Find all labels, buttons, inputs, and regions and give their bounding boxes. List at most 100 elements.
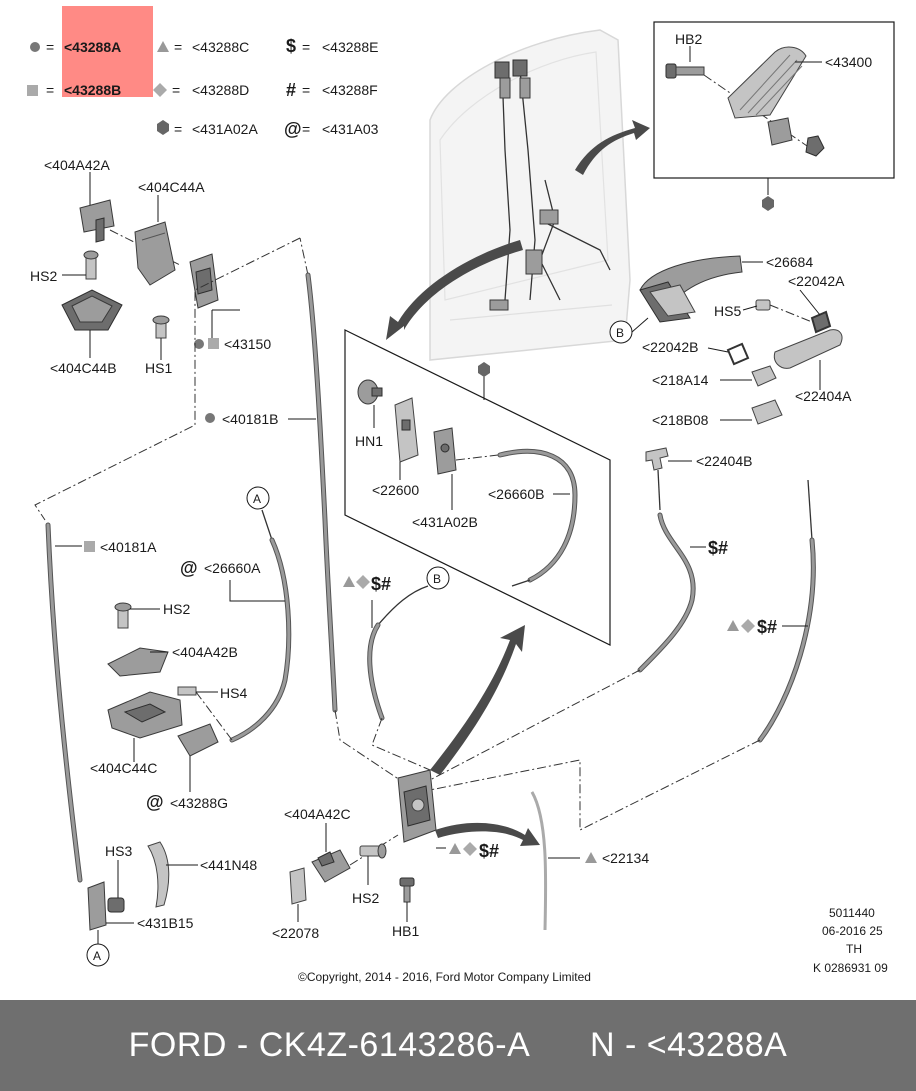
rear-door-outline <box>429 29 631 361</box>
square-symbol-icon <box>84 541 95 552</box>
label-22078: <22078 <box>272 925 319 941</box>
dollar-hash-symbol: $# <box>708 538 728 558</box>
diamond-symbol-icon <box>153 83 167 97</box>
outer-handle-assembly: B <26684 <22042A HS5 <22042B <218A14 <22… <box>609 254 852 428</box>
diamond-symbol-icon <box>463 842 477 856</box>
diamond-symbol-icon <box>356 575 370 589</box>
label-22404A: <22404A <box>795 388 852 404</box>
dollar-hash-symbol: $# <box>757 617 777 637</box>
dollar-hash-symbol: $# <box>479 841 499 861</box>
triangle-symbol-icon <box>727 620 739 631</box>
triangle-symbol-icon <box>585 852 597 863</box>
hexagon-symbol-icon <box>762 196 774 211</box>
lower-latch-assembly: $# <22134 <404A42C HS2 <22078 HB1 <box>272 769 649 941</box>
triangle-symbol-icon <box>449 843 461 854</box>
legend: = <43288A = <43288C $ = <43288E = <43288… <box>27 6 379 139</box>
right-cables: <22404B $# $# <box>429 447 816 831</box>
legend-eq: = <box>46 39 54 55</box>
arrow-to-22134 <box>435 822 540 846</box>
label-HS4: HS4 <box>220 685 247 701</box>
dollar-hash-symbol: $# <box>371 574 391 594</box>
at-symbol: @ <box>284 119 302 139</box>
label-40181B: <40181B <box>222 411 278 427</box>
middle-left-hinge-assembly: HS2 <404A42B HS4 <404C44C @ <43288G <box>90 601 247 812</box>
label-218B08: <218B08 <box>652 412 709 428</box>
label-404A42C: <404A42C <box>284 806 351 822</box>
label-22600: <22600 <box>372 482 419 498</box>
stamp-line-2: 06-2016 25 <box>822 924 883 938</box>
square-symbol-icon <box>208 338 219 349</box>
triangle-symbol-icon <box>157 41 169 52</box>
label-HS1: HS1 <box>145 360 172 376</box>
label-22042B: <22042B <box>642 339 698 355</box>
label-404A42B: <404A42B <box>172 644 238 660</box>
legend-code-43288F: <43288F <box>322 82 378 98</box>
legend-code-43288C: <43288C <box>192 39 249 55</box>
label-HS2-bottom: HS2 <box>352 890 379 906</box>
at-symbol: @ <box>180 558 198 578</box>
footer-reference: N - <43288A <box>589 1026 788 1064</box>
square-symbol-icon <box>27 85 38 96</box>
lower-left-hinge-assembly: A HS3 <441N48 <431B15 <box>86 841 257 967</box>
label-43288G: <43288G <box>170 795 228 811</box>
label-404A42A: <404A42A <box>44 157 110 173</box>
label-43400: <43400 <box>825 54 872 70</box>
center-release-cable: $# B <box>334 566 450 781</box>
label-43150: <43150 <box>224 336 271 352</box>
legend-eq: = <box>172 82 180 98</box>
label-26660A: <26660A <box>204 560 261 576</box>
upper-left-hinge-assembly: <404A42A <404C44A HS2 <404C44B HS1 <4315… <box>30 157 271 376</box>
label-HB2: HB2 <box>675 31 702 47</box>
label-HS2-middle: HS2 <box>163 601 190 617</box>
label-HN1: HN1 <box>355 433 383 449</box>
callout-B-label: B <box>433 572 441 586</box>
stamp-line-1: 5011440 <box>829 906 875 920</box>
legend-code-431A02A: <431A02A <box>192 121 258 137</box>
legend-highlight <box>62 6 153 97</box>
callout-A-top <box>246 486 270 510</box>
footer-spacer <box>530 1026 590 1065</box>
legend-eq: = <box>174 121 182 137</box>
at-symbol: @ <box>146 792 164 812</box>
label-218A14: <218A14 <box>652 372 709 388</box>
diamond-symbol-icon <box>741 619 755 633</box>
label-HS3: HS3 <box>105 843 132 859</box>
footer-part-number: FORD - CK4Z-6143286-A <box>128 1026 531 1064</box>
hexagon-symbol-icon <box>157 120 169 135</box>
label-26684: <26684 <box>766 254 813 270</box>
triangle-symbol-icon <box>343 576 355 587</box>
hash-symbol: # <box>286 80 296 100</box>
legend-eq: = <box>302 82 310 98</box>
inset-handle-bracket: HB2 <43400 <box>653 21 895 211</box>
legend-eq: = <box>302 39 310 55</box>
copyright-notice: ©Copyright, 2014 - 2016, Ford Motor Comp… <box>298 970 591 984</box>
label-404C44C: <404C44C <box>90 760 157 776</box>
label-HS2: HS2 <box>30 268 57 284</box>
circle-symbol-icon <box>30 42 40 52</box>
legend-code-431A03: <431A03 <box>322 121 379 137</box>
label-26660B: <26660B <box>488 486 544 502</box>
legend-eq: = <box>174 39 182 55</box>
circle-symbol-icon <box>194 339 204 349</box>
part-number-footer: FORD - CK4Z-6143286-A N - <43288A <box>0 1000 916 1091</box>
arrow-to-lower-latch <box>430 625 525 775</box>
arrow-to-latch-box <box>386 240 523 340</box>
label-HB1: HB1 <box>392 923 419 939</box>
label-22134: <22134 <box>602 850 649 866</box>
label-404C44B: <404C44B <box>50 360 117 376</box>
legend-code-43288A: <43288A <box>64 39 121 55</box>
dollar-symbol: $ <box>286 36 296 56</box>
label-HS5: HS5 <box>714 303 741 319</box>
label-431B15: <431B15 <box>137 915 194 931</box>
legend-code-43288B: <43288B <box>64 82 121 98</box>
legend-code-43288D: <43288D <box>192 82 249 98</box>
long-cables: <40181B <40181A A @ <26660A <box>34 237 338 883</box>
legend-eq: = <box>46 82 54 98</box>
stamp-line-3: TH <box>846 942 862 956</box>
circle-symbol-icon <box>205 413 215 423</box>
stamp-line-4: K 0286931 09 <box>813 961 888 975</box>
legend-code-43288E: <43288E <box>322 39 378 55</box>
label-441N48: <441N48 <box>200 857 257 873</box>
label-40181A: <40181A <box>100 539 157 555</box>
callout-A-label: A <box>253 492 261 506</box>
